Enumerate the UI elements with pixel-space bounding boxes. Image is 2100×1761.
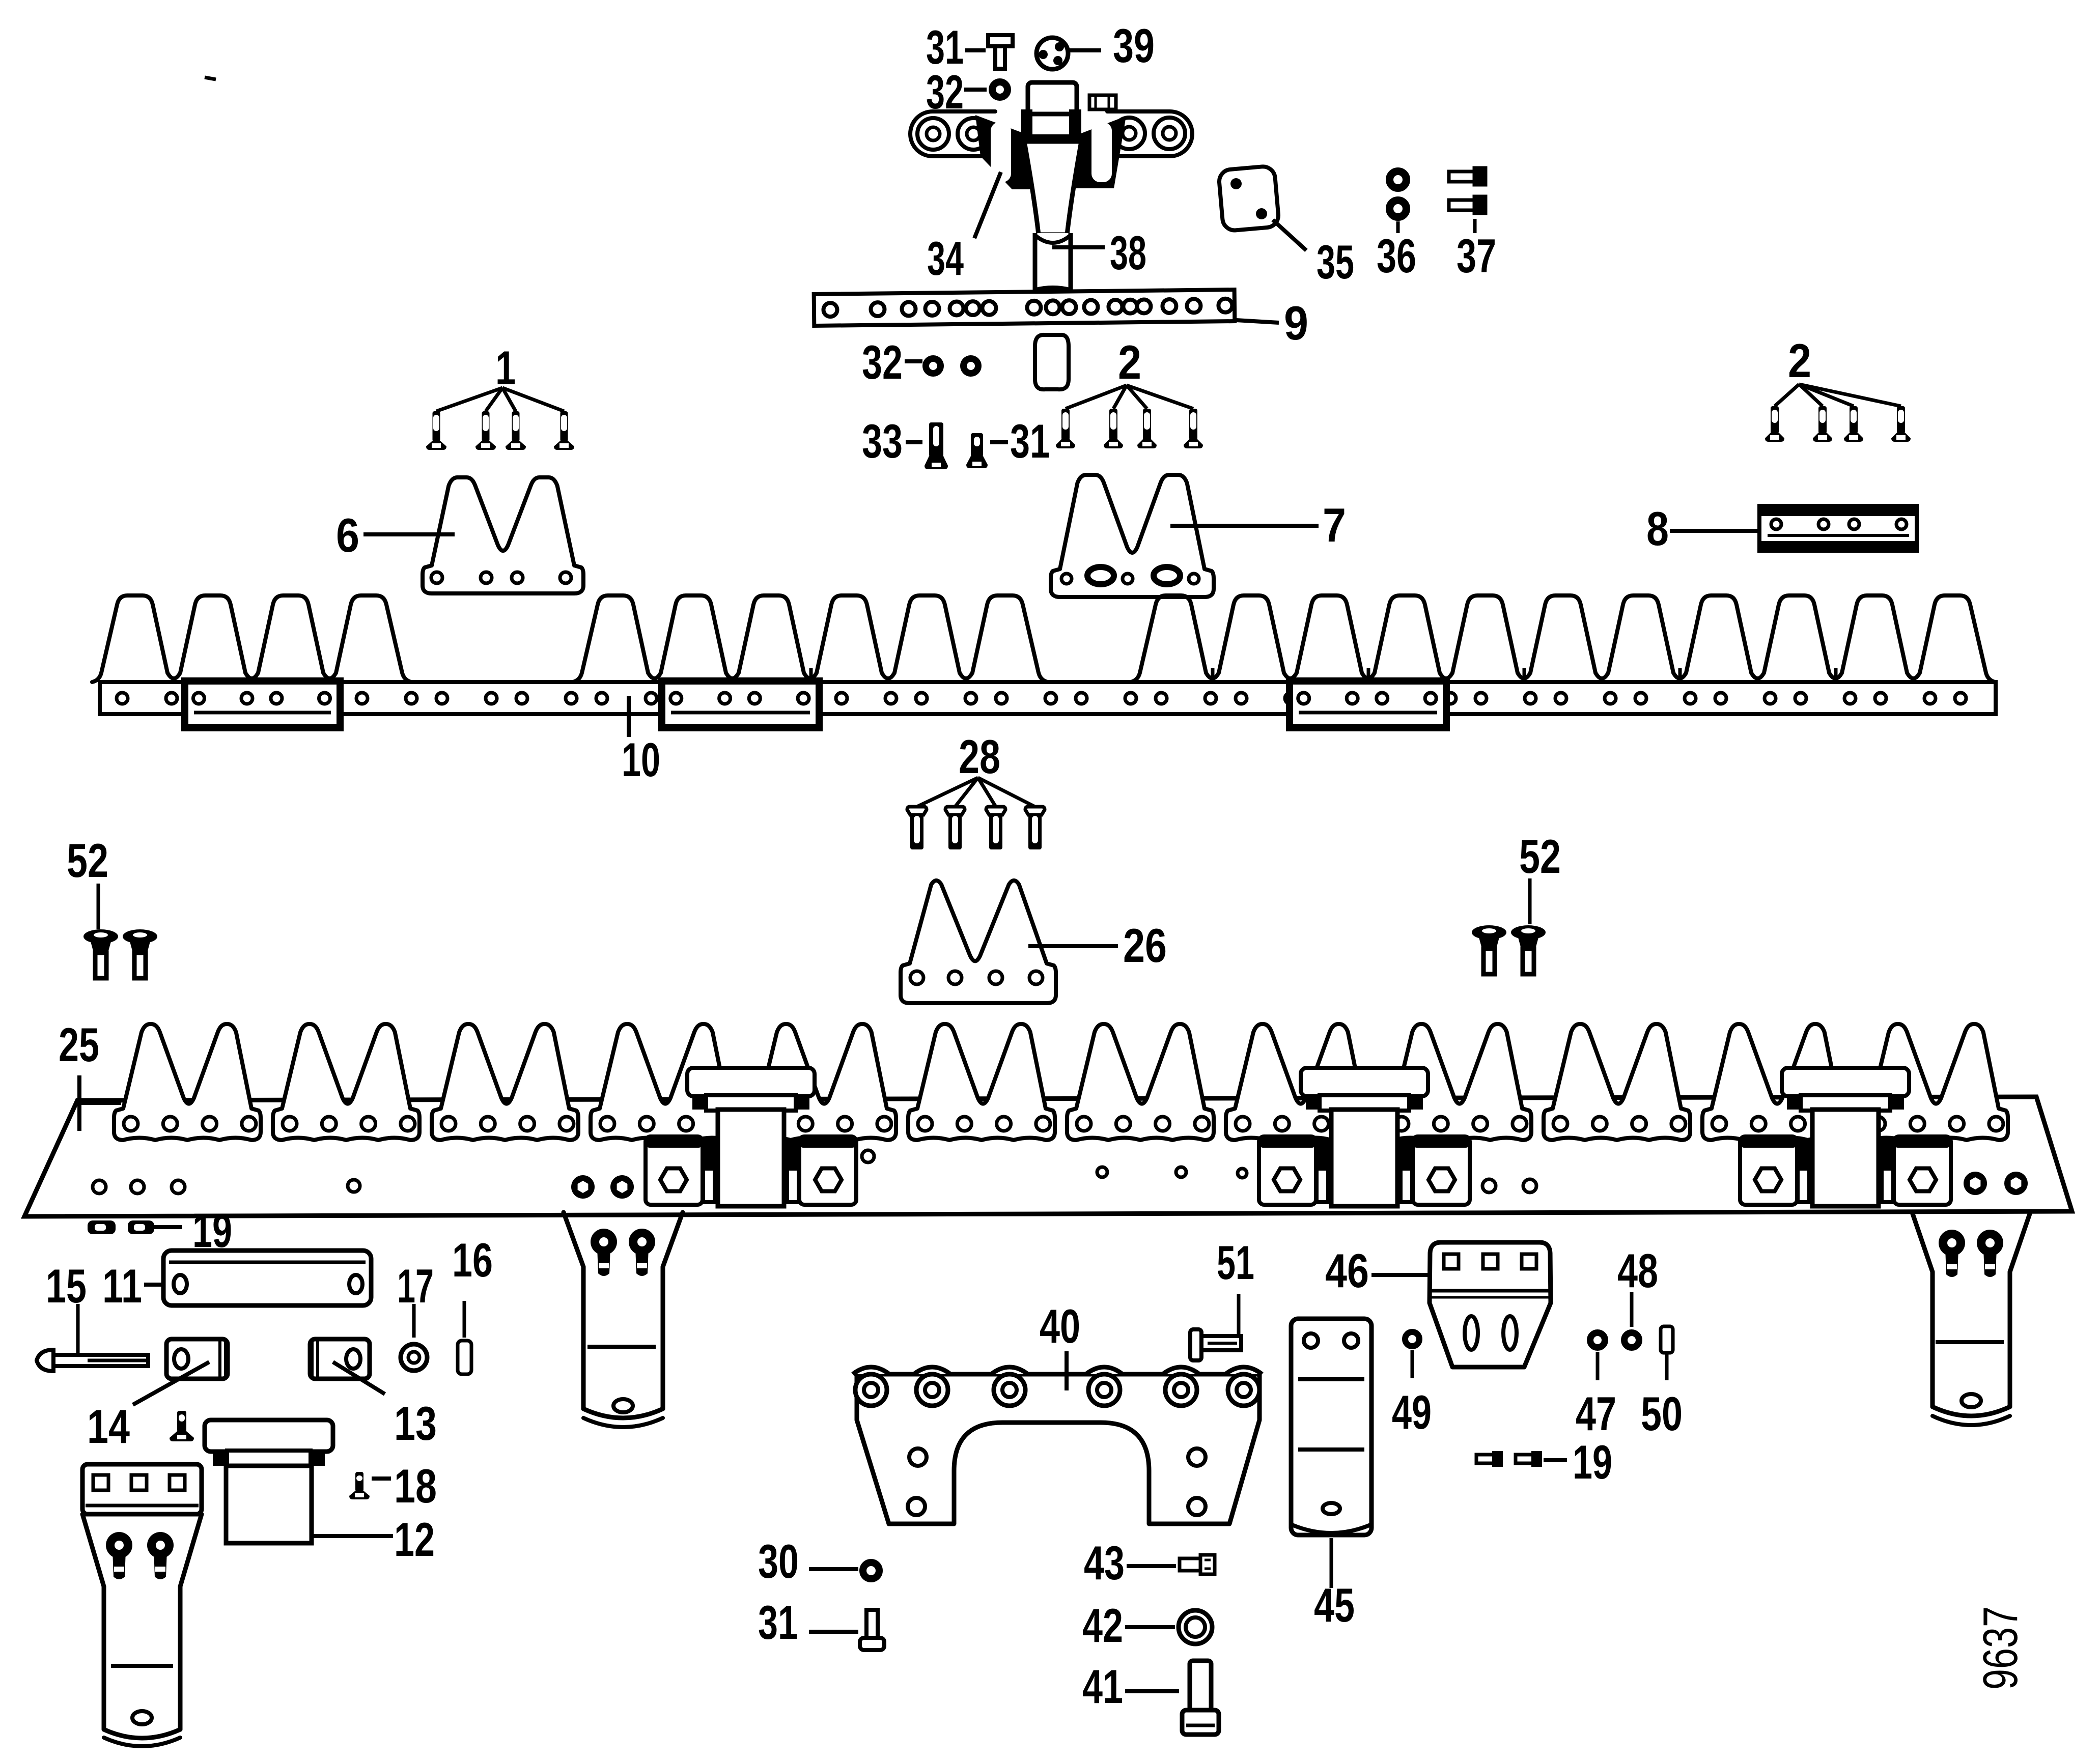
svg-text:40: 40 [1040, 1299, 1080, 1353]
svg-text:18: 18 [394, 1459, 437, 1513]
svg-text:32: 32 [862, 335, 903, 389]
svg-text:17: 17 [397, 1259, 434, 1313]
svg-text:13: 13 [394, 1397, 437, 1450]
svg-text:38: 38 [1110, 226, 1146, 279]
svg-text:48: 48 [1617, 1244, 1658, 1297]
svg-text:49: 49 [1392, 1385, 1432, 1439]
svg-text:12: 12 [394, 1513, 435, 1566]
svg-text:26: 26 [1123, 919, 1167, 972]
svg-text:1: 1 [495, 341, 516, 394]
svg-text:37: 37 [1457, 229, 1496, 282]
svg-text:7: 7 [1323, 498, 1346, 552]
svg-text:9637: 9637 [1973, 1606, 2028, 1690]
svg-text:16: 16 [452, 1233, 493, 1287]
svg-text:11: 11 [102, 1259, 142, 1313]
svg-text:19: 19 [192, 1204, 232, 1257]
svg-text:42: 42 [1082, 1599, 1123, 1652]
svg-text:28: 28 [959, 730, 1000, 783]
svg-text:33: 33 [862, 414, 903, 468]
svg-text:43: 43 [1084, 1536, 1125, 1589]
svg-text:15: 15 [46, 1259, 87, 1313]
svg-text:31: 31 [926, 20, 964, 74]
svg-text:6: 6 [336, 508, 359, 562]
svg-text:25: 25 [59, 1018, 99, 1071]
svg-text:2: 2 [1788, 334, 1811, 387]
svg-text:46: 46 [1325, 1244, 1369, 1297]
svg-text:41: 41 [1082, 1660, 1123, 1713]
svg-text:52: 52 [1519, 830, 1561, 883]
svg-text:31: 31 [758, 1596, 798, 1649]
svg-text:31: 31 [1010, 414, 1050, 468]
svg-text:10: 10 [622, 733, 660, 786]
svg-text:52: 52 [67, 834, 108, 887]
svg-text:51: 51 [1217, 1236, 1254, 1289]
svg-text:2: 2 [1118, 335, 1141, 389]
svg-text:19: 19 [1573, 1435, 1612, 1489]
svg-text:47: 47 [1576, 1387, 1616, 1440]
svg-text:32: 32 [926, 65, 964, 119]
svg-text:30: 30 [758, 1535, 799, 1588]
svg-text:8: 8 [1646, 502, 1669, 555]
svg-text:39: 39 [1113, 19, 1155, 72]
svg-text:50: 50 [1641, 1387, 1683, 1440]
svg-text:35: 35 [1317, 235, 1354, 289]
svg-text:14: 14 [87, 1400, 130, 1453]
svg-text:9: 9 [1284, 296, 1308, 350]
svg-text:36: 36 [1377, 229, 1416, 282]
svg-text:45: 45 [1314, 1578, 1355, 1632]
svg-text:34: 34 [927, 232, 964, 285]
